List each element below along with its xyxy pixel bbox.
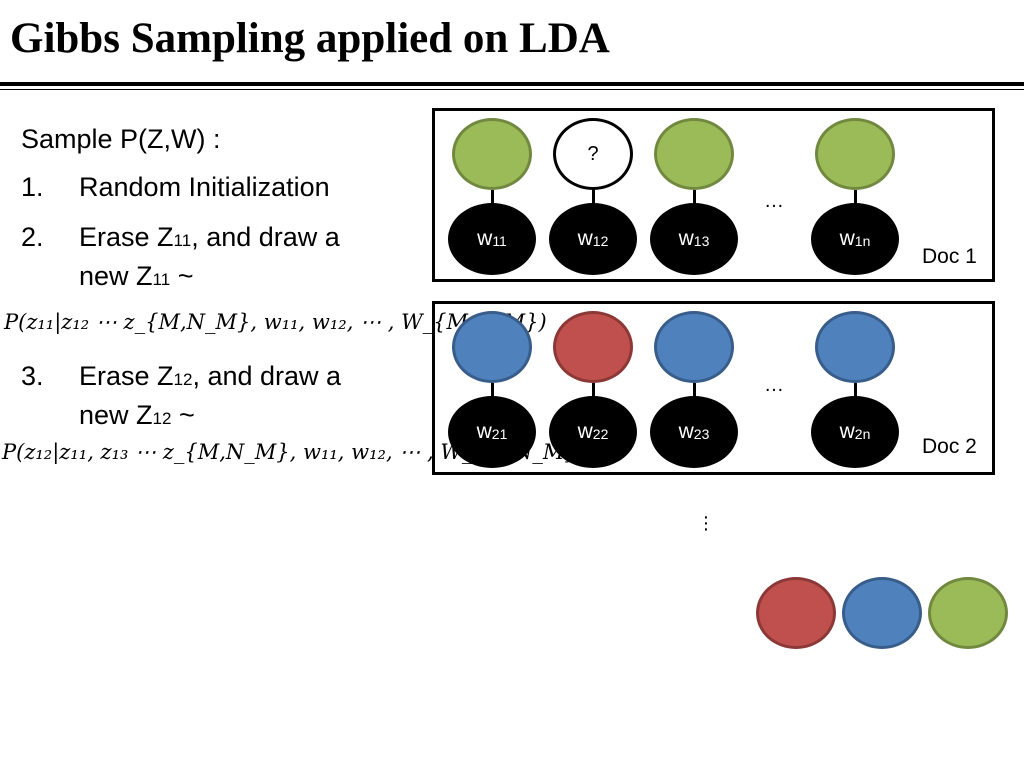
slide-title: Gibbs Sampling applied on LDA xyxy=(10,15,610,62)
step-1-number: 1. xyxy=(21,172,44,202)
doc-2-topic-node-3 xyxy=(654,311,734,383)
title-rule-thick xyxy=(0,82,1024,86)
step-3-number: 3. xyxy=(21,361,44,391)
step-3-line-2: new Z12 ~ xyxy=(79,400,195,430)
doc-2-topic-node-n xyxy=(815,311,895,383)
doc-1-label: Doc 1 xyxy=(922,245,977,268)
doc-1-box xyxy=(432,108,995,282)
edge xyxy=(693,190,696,204)
steps-heading: Sample P(Z,W) : xyxy=(21,124,221,154)
doc-1-topic-node-1 xyxy=(452,118,532,190)
topic-color-blue xyxy=(842,577,922,649)
doc-2-topic-node-1 xyxy=(452,311,532,383)
step-1-text: Random Initialization xyxy=(79,172,330,202)
step-2-line-1: Erase Z11, and draw a xyxy=(79,222,340,252)
step-2-number: 2. xyxy=(21,222,44,252)
edge xyxy=(592,383,595,397)
doc-2-ellipsis: … xyxy=(764,374,784,396)
doc-2-label: Doc 2 xyxy=(922,435,977,458)
doc-2-box xyxy=(432,301,995,475)
edge xyxy=(592,190,595,204)
step-3-line-1: Erase Z12, and draw a xyxy=(79,361,342,391)
doc-1-topic-node-2-unknown: ? xyxy=(553,118,633,190)
topic-color-green xyxy=(928,577,1008,649)
doc-1-topic-node-3 xyxy=(654,118,734,190)
edge xyxy=(854,383,857,397)
edge xyxy=(854,190,857,204)
more-docs-vertical-ellipsis: ··· xyxy=(702,506,710,540)
edge xyxy=(491,383,494,397)
topic-color-red xyxy=(756,577,836,649)
title-rule-thin xyxy=(0,89,1024,90)
doc-1-ellipsis: … xyxy=(764,190,784,212)
edge xyxy=(491,190,494,204)
unknown-mark: ? xyxy=(587,142,599,165)
edge xyxy=(693,383,696,397)
step-2-line-2: new Z11 ~ xyxy=(79,261,194,291)
doc-1-topic-node-n xyxy=(815,118,895,190)
doc-2-topic-node-2 xyxy=(553,311,633,383)
